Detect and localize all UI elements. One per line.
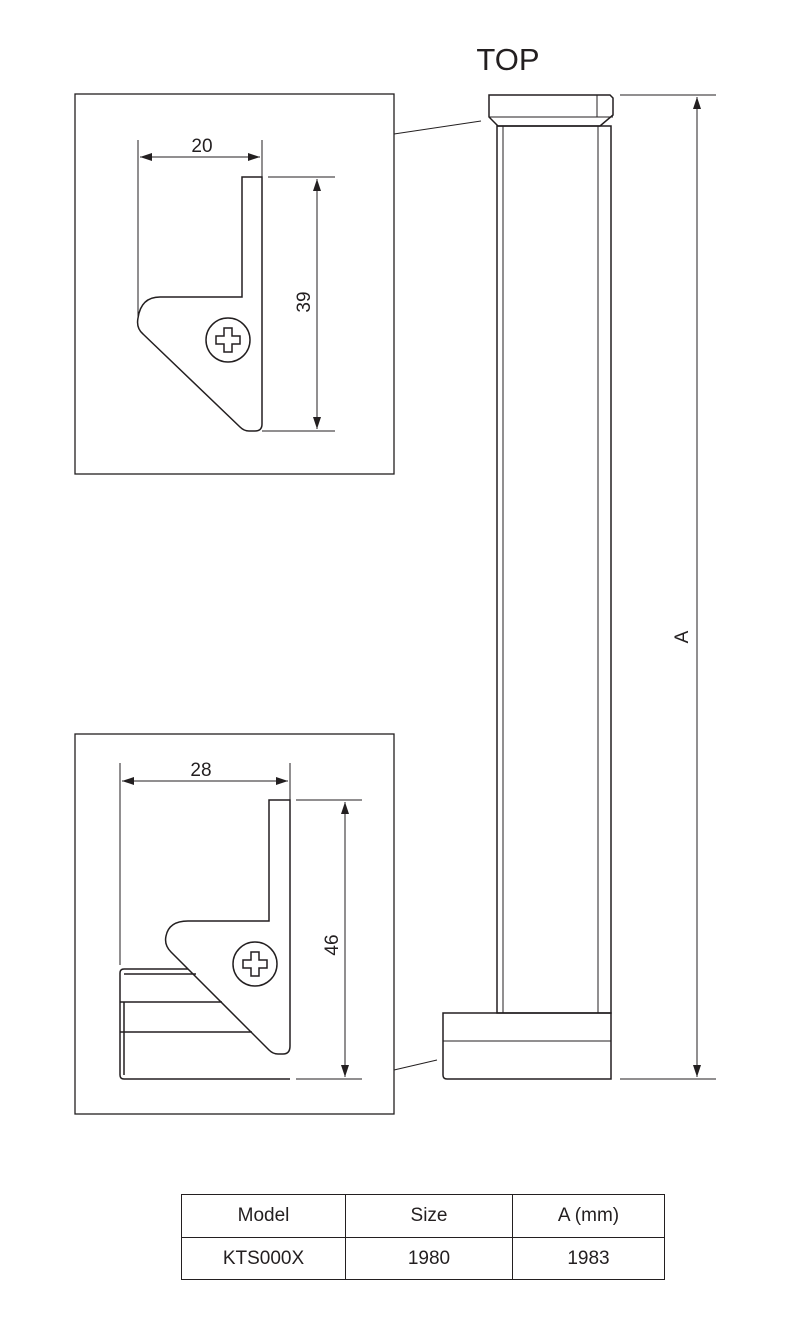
column-header-model: Model (181, 1194, 346, 1238)
overall-dim-lines (620, 94, 716, 1080)
table-row: KTS000X 1980 1983 (181, 1237, 665, 1280)
top-bracket (136, 176, 263, 432)
column-header-a: A (mm) (512, 1194, 665, 1238)
bottom-width-dimension: 28 (190, 760, 211, 781)
bottom-detail-frame (74, 733, 395, 1115)
cell-size: 1980 (345, 1237, 513, 1280)
spec-table: Model Size A (mm) KTS000X 1980 1983 (181, 1194, 665, 1280)
top-cap (488, 94, 614, 127)
bottom-dim-lines (119, 763, 362, 1080)
cell-a: 1983 (512, 1237, 665, 1280)
cell-model: KTS000X (181, 1237, 346, 1280)
bottom-rail-profile (119, 968, 290, 1080)
overall-dimension-label: A (672, 630, 693, 643)
bottom-foot (442, 1012, 612, 1080)
top-height-dimension: 39 (294, 291, 315, 312)
top-detail-frame (74, 93, 395, 475)
table-header-row: Model Size A (mm) (181, 1194, 665, 1238)
top-leader-line (393, 120, 482, 135)
bottom-screw-icon (232, 941, 278, 987)
top-width-dimension: 20 (191, 136, 212, 157)
top-dim-lines (137, 140, 335, 432)
bottom-bracket (164, 799, 291, 1055)
main-elevation (442, 94, 614, 1080)
column-header-size: Size (345, 1194, 513, 1238)
bottom-height-dimension: 46 (322, 934, 343, 955)
post-body (496, 125, 612, 1014)
top-screw-icon (205, 317, 251, 363)
bottom-leader-line (393, 1059, 438, 1071)
top-label: TOP (476, 42, 539, 77)
top-detail-view: 20 39 (74, 93, 482, 475)
bottom-detail-view: 28 46 (74, 733, 438, 1115)
